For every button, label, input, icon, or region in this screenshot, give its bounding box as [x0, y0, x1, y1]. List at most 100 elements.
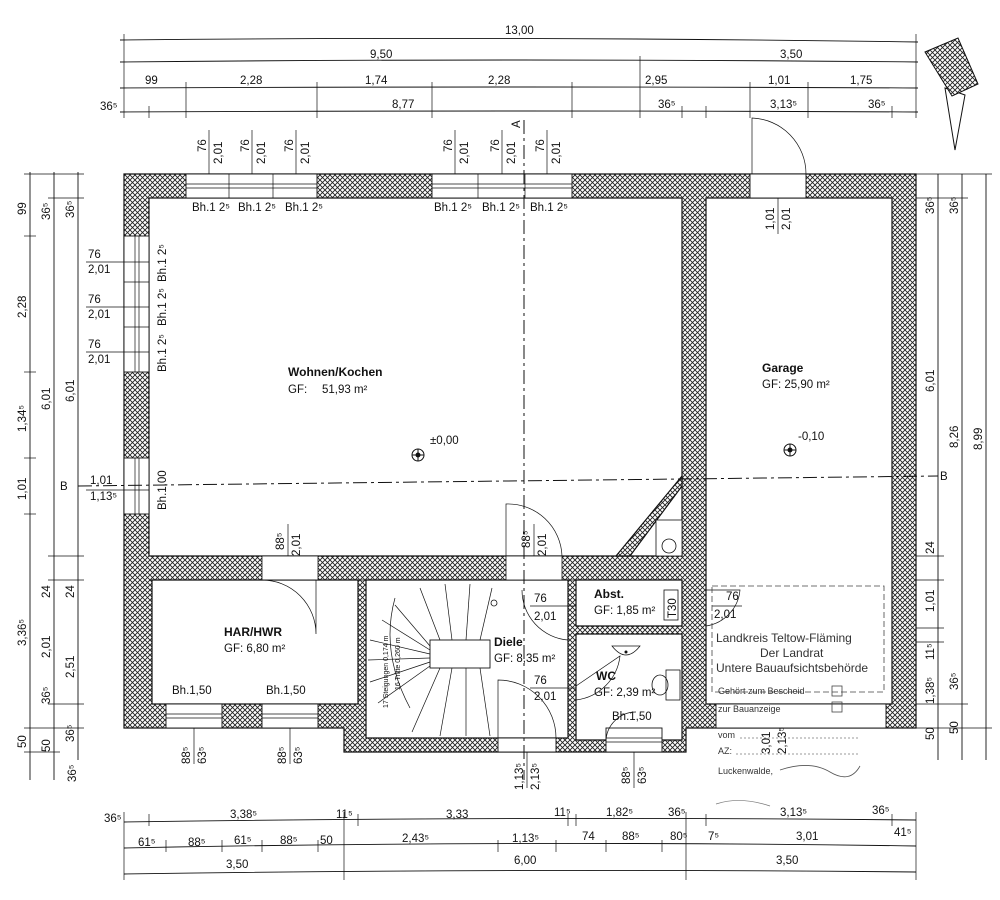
- garage-side-door-width: 76: [726, 591, 739, 603]
- bottom-window-sill: Bh.1,50: [172, 685, 212, 697]
- level-marker-icon: [411, 448, 425, 462]
- stamp-office: Der Landrat: [760, 646, 824, 660]
- section-lines: A B B: [60, 120, 948, 780]
- dim-right: 36⁵: [949, 196, 961, 214]
- dim-top-wall: 3,13⁵: [770, 99, 797, 111]
- dim-bottom: 80⁵: [670, 831, 688, 843]
- bottom-dimension-chains: 36⁵ 3,38⁵ 11⁵ 3,33 11⁵ 1,82⁵ 36⁵ 3,13⁵ 3…: [104, 805, 917, 880]
- section-a-label: A: [511, 120, 523, 128]
- dim-right: 50: [925, 727, 937, 740]
- opening-annotations: 76 2,01 76 2,01 76 2,01 76 2,01 76 2,01 …: [86, 130, 793, 790]
- window-sill: Bh.1 2⁵: [482, 202, 520, 214]
- dim-right: 6,01: [925, 370, 937, 392]
- diele-door-width: 88⁵: [521, 530, 533, 548]
- left-window-sill: Bh.1 2⁵: [157, 288, 169, 326]
- dim-top-total: 13,00: [505, 25, 534, 37]
- wc-window-width: 88⁵: [621, 766, 633, 784]
- right-dimension-chains: 36⁵ 6,01 24 1,01 11⁵ 1,38⁵ 50 36⁵ 8,26 3…: [916, 173, 992, 760]
- fire-door-label: T30: [667, 598, 679, 618]
- room-labels: Wohnen/Kochen GF: 51,93 m² Garage GF: 25…: [224, 361, 830, 708]
- section-b-left-label: B: [60, 481, 68, 493]
- window-width: 76: [240, 139, 252, 152]
- left-dimension-chains: 99 2,28 1,34⁵ 1,01 3,36⁵ 50 36⁵ 6,01 24 …: [17, 172, 84, 782]
- dim-bottom: 36⁵: [104, 813, 122, 825]
- dim-left: 36⁵: [41, 686, 53, 704]
- dim-bottom: 11⁵: [554, 807, 571, 819]
- dim-right: 50: [949, 721, 961, 734]
- dim-top-right: 3,50: [780, 49, 802, 61]
- dim-top-seg: 2,28: [240, 75, 262, 87]
- dim-bottom: 3,50: [776, 855, 798, 867]
- window-sill: Bh.1 2⁵: [238, 202, 276, 214]
- dim-left: 24: [41, 585, 53, 598]
- room-wc-name: WC: [596, 669, 616, 683]
- wc-door-width: 76: [534, 675, 547, 687]
- dim-right: 1,38⁵: [925, 677, 937, 704]
- dim-top-wall: 8,77: [392, 99, 414, 111]
- window-height: 2,01: [213, 142, 225, 164]
- dim-left: 50: [17, 735, 29, 748]
- dim-left: 50: [41, 739, 53, 752]
- bottom-windows: [165, 703, 887, 753]
- dim-right: 11⁵: [925, 643, 937, 660]
- har-door-width: 88⁵: [275, 532, 287, 550]
- har-door-height: 2,01: [291, 534, 303, 556]
- dim-bottom: 36⁵: [872, 805, 890, 817]
- bottom-window-height: 63⁵: [293, 746, 305, 764]
- window-width: 76: [443, 139, 455, 152]
- room-har-area: GF: 6,80 m²: [224, 643, 286, 655]
- stamp-decision: Gehört zum Bescheid: [718, 686, 805, 696]
- window-sill: Bh.1 2⁵: [434, 202, 472, 214]
- dim-left: 3,36⁵: [17, 619, 29, 646]
- window-sill: Bh.1 2⁵: [530, 202, 568, 214]
- north-arrow-icon: [924, 37, 979, 151]
- abst-door-height: 2,01: [534, 611, 556, 623]
- window-width: 76: [535, 139, 547, 152]
- bottom-window-sill: Bh.1,50: [612, 711, 652, 723]
- left-window-height: 2,01: [88, 264, 110, 276]
- dim-right: 1,01: [925, 590, 937, 612]
- approval-stamp: Landkreis Teltow-Fläming Der Landrat Unt…: [711, 585, 885, 807]
- dim-bottom: 1,82⁵: [606, 807, 633, 819]
- dim-left: 2,28: [17, 296, 29, 318]
- dim-left: 36⁵: [65, 200, 77, 218]
- garage-opening-width: 3,01: [761, 732, 773, 754]
- window-width: 76: [197, 139, 209, 152]
- garage-door-width: 1,01: [765, 208, 777, 230]
- room-diele-name: Diele: [494, 635, 523, 649]
- entrance-width: 1,13⁵: [514, 763, 526, 790]
- top-windows: [185, 117, 807, 199]
- room-abst-area: GF: 1,85 m²: [594, 605, 656, 617]
- stairs-treads: 16 Tritte 0,260 m: [395, 637, 402, 690]
- dim-bottom: 61⁵: [138, 837, 156, 849]
- dim-bottom: 88⁵: [622, 831, 640, 843]
- dim-left: 1,01: [17, 478, 29, 500]
- dim-top-seg: 2,95: [645, 75, 667, 87]
- left-window-width: 76: [88, 339, 101, 351]
- dim-left: 1,34⁵: [17, 405, 29, 432]
- dim-left: 99: [17, 202, 29, 215]
- dim-left: 2,51: [65, 656, 77, 678]
- room-diele-area: GF: 8,35 m²: [494, 653, 556, 665]
- bottom-window-sill: Bh.1,50: [266, 685, 306, 697]
- dim-bottom: 1,13⁵: [512, 833, 539, 845]
- garage-door-height: 2,01: [781, 208, 793, 230]
- window-height: 2,01: [300, 142, 312, 164]
- dim-right: 24: [925, 541, 937, 554]
- dim-bottom: 88⁵: [280, 835, 298, 847]
- wc-door-height: 2,01: [534, 691, 556, 703]
- dim-bottom: 3,01: [796, 831, 818, 843]
- left-window-height: 2,01: [88, 354, 110, 366]
- window-height: 2,01: [459, 142, 471, 164]
- dim-left: 2,01: [41, 636, 53, 658]
- window-sill: Bh.1 2⁵: [285, 202, 323, 214]
- dim-bottom: 7⁵: [708, 831, 719, 843]
- level-marker-icon: [783, 443, 797, 457]
- bottom-window-width: 88⁵: [277, 746, 289, 764]
- room-garage-area: GF: 25,90 m²: [762, 379, 830, 391]
- dim-top-seg: 2,28: [488, 75, 510, 87]
- dim-bottom: 3,13⁵: [780, 807, 807, 819]
- window-height: 2,01: [551, 142, 563, 164]
- stamp-department: Untere Bauaufsichtsbehörde: [716, 661, 868, 675]
- bottom-window-width: 88⁵: [181, 746, 193, 764]
